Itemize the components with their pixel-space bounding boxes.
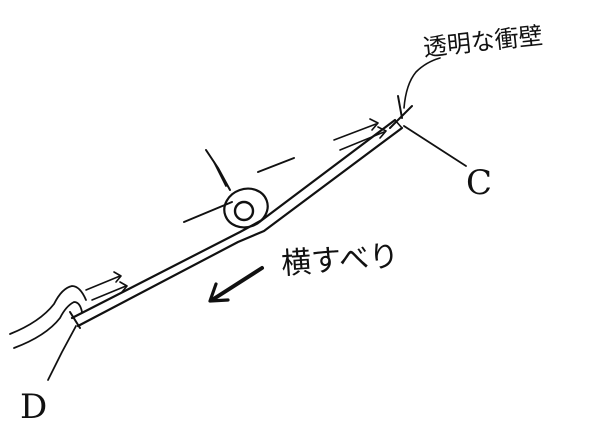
airflow-arrows-right [333,118,387,151]
aircraft-body [183,149,295,229]
left-tip-airflow [9,271,128,349]
wall-label: 透明な衝壁 [422,22,544,62]
sideslip-arrow [208,266,264,303]
point-d-label: D [20,387,47,426]
point-c-label: C [466,163,492,203]
leader-line-d [47,325,77,381]
wall-marker [389,57,441,129]
wing-beam [70,118,404,328]
leader-line-c [403,125,467,167]
sideslip-label: 横すべり [280,239,400,282]
